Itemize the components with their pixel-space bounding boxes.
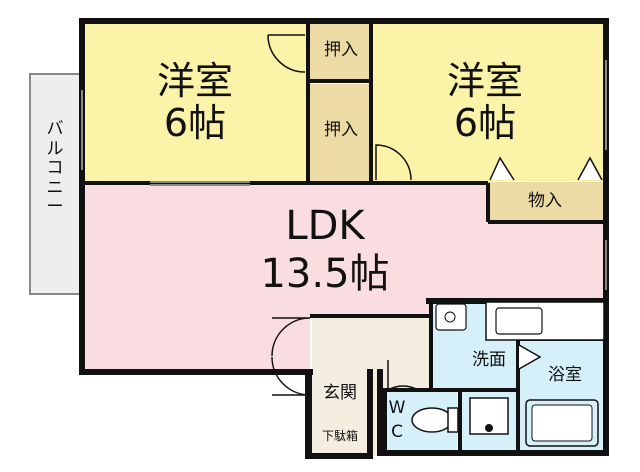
storage-door-marks	[489, 156, 603, 181]
windows	[81, 60, 607, 290]
washer-drain	[485, 424, 493, 432]
ldk-name: LDK	[285, 203, 365, 249]
storage-closet	[486, 182, 603, 220]
closet-upper-label: 押入	[324, 40, 358, 60]
wash-basin-bowl	[444, 311, 456, 323]
western-room-left	[84, 23, 306, 181]
closet-lower	[310, 84, 370, 181]
wc-label-w: W	[388, 398, 406, 418]
western-room-right-name: 洋室	[446, 59, 523, 103]
shoe-box-label: 下駄箱	[321, 429, 358, 443]
washroom-door-mark	[518, 344, 542, 370]
door-swings	[267, 34, 419, 396]
storage-label: 物入	[528, 191, 562, 211]
wc-label-c: C	[391, 422, 403, 442]
western-room-left-name: 洋室	[156, 59, 233, 103]
toilet-tank	[447, 407, 459, 433]
balcony-label: バルコニー	[46, 119, 64, 218]
bathroom-label: 浴室	[548, 365, 582, 385]
closet-lower-label: 押入	[324, 120, 358, 140]
balcony	[29, 73, 81, 295]
closet-upper	[310, 23, 370, 79]
kitchen-sink	[495, 307, 543, 335]
ldk-size: 13.5帖	[260, 251, 390, 297]
toilet-bowl	[411, 407, 453, 433]
entrance-label: 玄関	[323, 383, 357, 403]
inner-walls	[82, 21, 606, 456]
western-room-right-size: 6帖	[453, 101, 517, 145]
western-room-right	[373, 23, 603, 181]
western-room-left-size: 6帖	[163, 101, 227, 145]
bathtub-inner	[531, 404, 593, 442]
ldk-room	[84, 183, 603, 370]
washroom-label: 洗面	[472, 350, 506, 370]
